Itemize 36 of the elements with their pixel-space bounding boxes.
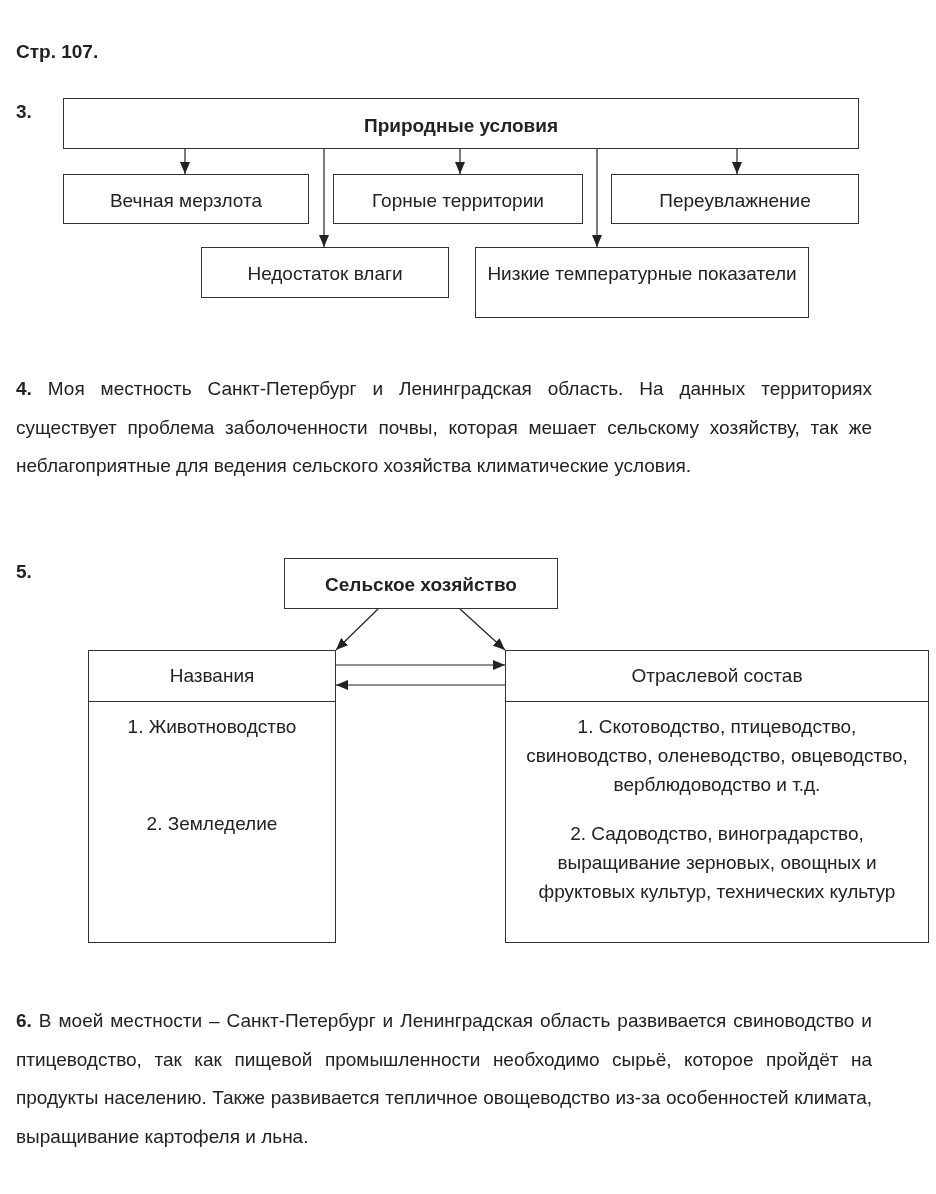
process-box (201, 247, 449, 298)
arrow (335, 608, 379, 651)
table-box (505, 650, 929, 943)
node-text: Природные условия (362, 114, 559, 138)
node-text: Горные территории (371, 189, 545, 213)
node-text: Сельское хозяйство (324, 573, 518, 597)
process-box (475, 247, 809, 318)
node-text: Низкие температурные показатели (486, 262, 798, 286)
node-text: 1. Животноводство (126, 715, 298, 739)
task-number: 5. (16, 560, 33, 584)
node-text: 1. Скотоводство, птицеводство, свиноводство, оленеводство, овцеводство, верблюдоводство и т.д. (525, 715, 909, 797)
arrow (180, 148, 190, 175)
arrow (592, 148, 602, 248)
task-number: 3. (16, 100, 33, 124)
node-text: 2. Садоводство, виноградарство, выращивание зерновых, овощных и фруктовых культур, технических культур (537, 822, 897, 904)
node-text: Недостаток влаги (246, 262, 404, 286)
process-box (611, 174, 859, 224)
column-header: Отраслевой состав (506, 651, 928, 702)
arrow (335, 660, 506, 670)
process-box (63, 98, 859, 149)
arrow (319, 148, 329, 248)
answer-paragraph: 4. Моя местность Санкт-Петербург и Ленинградская область. На данных территориях существует проблема заболоченности почвы, которая мешает сельскому хозяйству, так же неблагоприятные для ведения сельского хозяйства климатические условия. (16, 377, 872, 478)
node-text: Переувлажнение (658, 189, 812, 213)
arrow (335, 680, 506, 690)
arrow (459, 608, 506, 651)
answer-paragraph: 6. В моей местности – Санкт-Петербург и Ленинградская область развивается свиноводство и птицеводство, так как пищевой промышленности необходимо сырьё, которое пройдёт на продукты населению. Также развивается тепличное овощеводство из-за особенностей климата, выращивание картофеля и льна. (16, 1009, 872, 1149)
arrow (455, 148, 465, 175)
node-text: Вечная мерзлота (108, 189, 264, 213)
node-text: 2. Земледелие (145, 812, 279, 836)
process-box (63, 174, 309, 224)
process-box (284, 558, 558, 609)
column-header: Названия (89, 651, 335, 702)
arrow (732, 148, 742, 175)
page-heading: Стр. 107. (16, 40, 100, 64)
table-box (88, 650, 336, 943)
process-box (333, 174, 583, 224)
